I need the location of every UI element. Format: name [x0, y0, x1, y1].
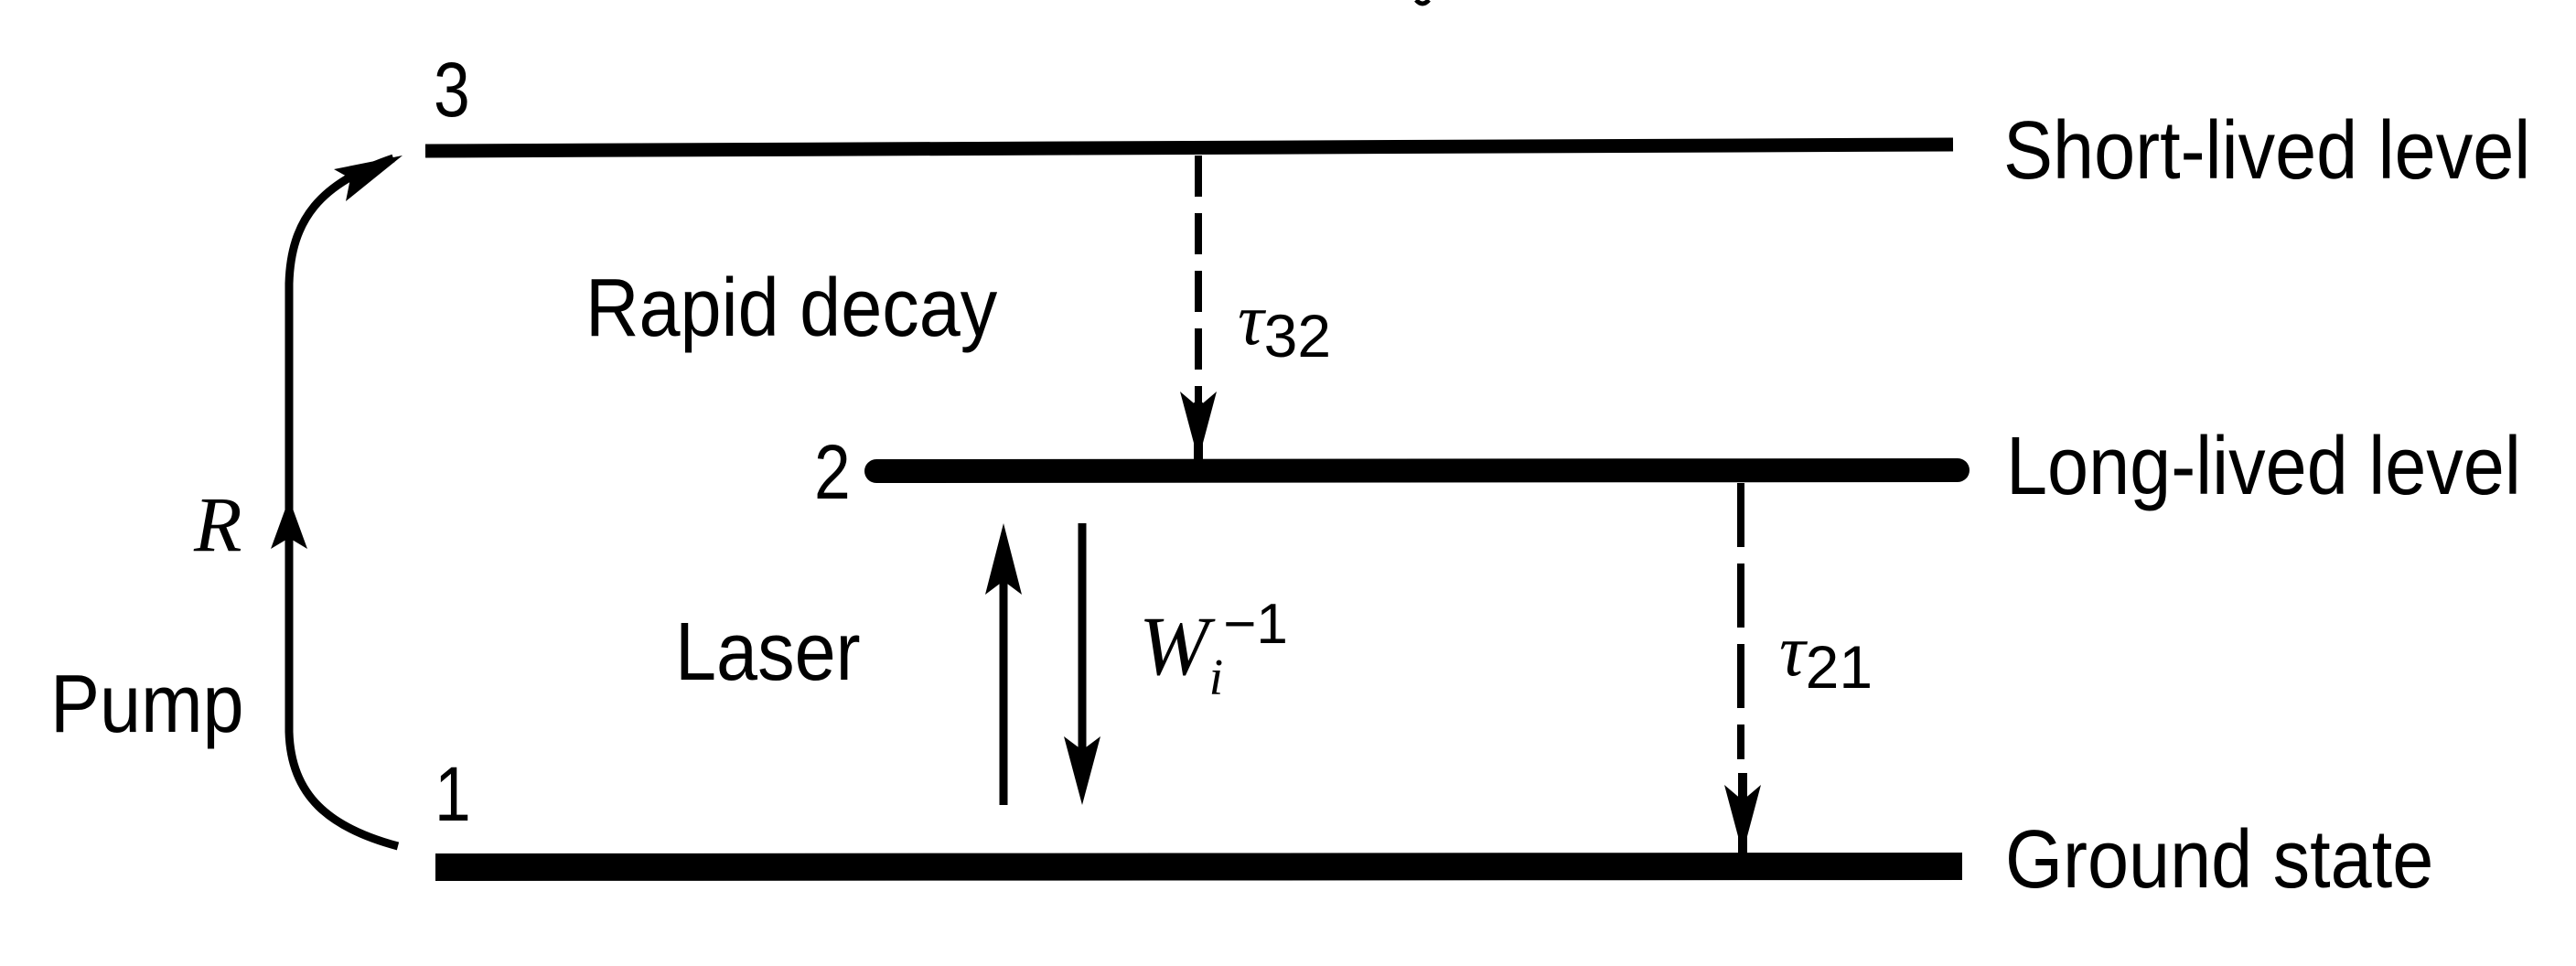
level-1-line	[435, 853, 1963, 881]
laser-rate-subscript: i	[1208, 649, 1224, 706]
level-2-name: Long-lived level	[2006, 421, 2521, 512]
tau32-subscript: 32	[1263, 302, 1332, 370]
level-2-line	[864, 458, 1970, 483]
tau32-decay-arrow	[1180, 156, 1217, 462]
level-1-name: Ground state	[2005, 814, 2434, 906]
level-3-name: Short-lived level	[2003, 105, 2531, 197]
laser-up-arrow	[985, 523, 1022, 805]
tau21-decay-arrow	[1724, 483, 1761, 855]
tau32-symbol: τ	[1238, 280, 1264, 360]
laser-rate-symbol: W	[1139, 599, 1209, 692]
clipped-text-fragment	[1414, 0, 1431, 6]
tau21-label: τ21	[1779, 615, 1873, 697]
laser-label: Laser	[675, 606, 861, 698]
tau21-subscript: 21	[1805, 633, 1873, 701]
level-3-number: 3	[434, 47, 470, 133]
laser-rate-label: Wi−1	[1139, 596, 1288, 704]
rapid-decay-label: Rapid decay	[585, 263, 998, 354]
laser-down-arrow	[1064, 523, 1100, 805]
pump-rate-symbol: R	[194, 480, 242, 568]
level-3-line	[424, 137, 1954, 158]
laser-rate-superscript: −1	[1223, 593, 1288, 656]
level-1-number: 1	[435, 751, 471, 837]
pump-arrow	[271, 154, 402, 851]
level-2-number: 2	[814, 429, 851, 515]
tau32-label: τ32	[1238, 284, 1331, 366]
pump-label: Pump	[50, 659, 244, 750]
tau21-symbol: τ	[1779, 611, 1806, 692]
